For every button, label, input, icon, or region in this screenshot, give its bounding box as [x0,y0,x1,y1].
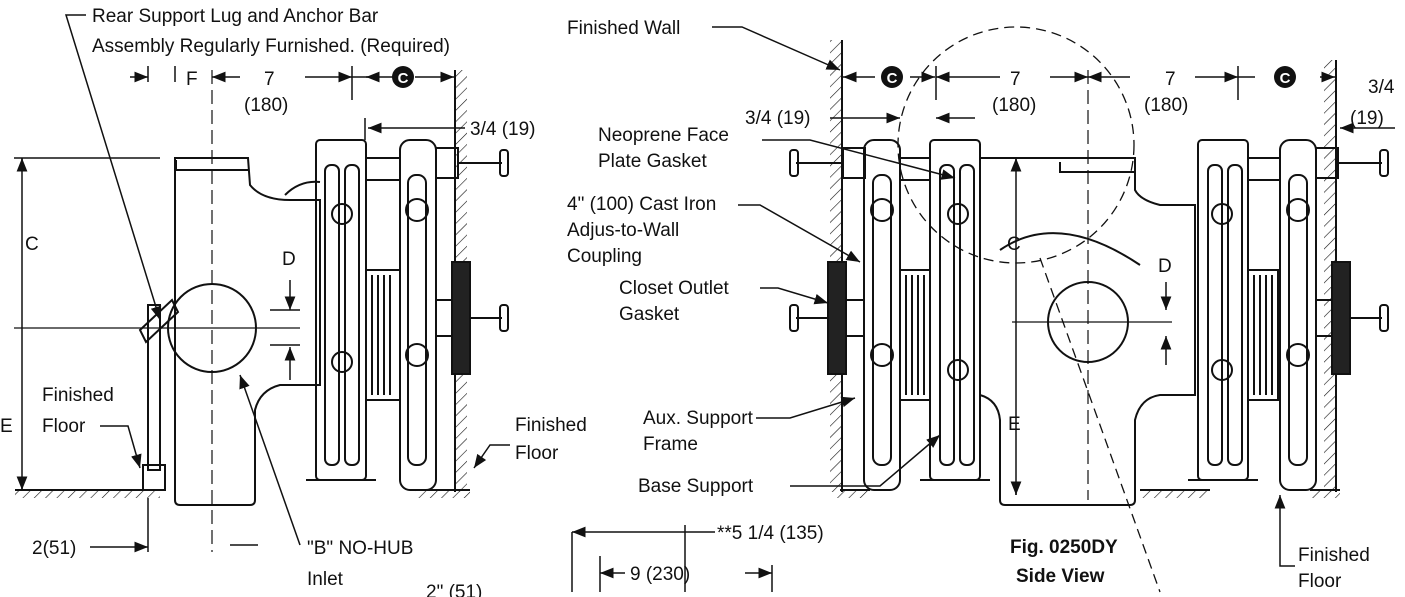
dim-180-right-a: (180) [992,95,1036,116]
fitting-body-left [174,157,321,506]
dim-e-left: E [0,416,13,437]
dim-180-left: (180) [244,95,288,116]
dim-d-right: D [1158,256,1172,277]
no-hub-label-2: Inlet [307,569,344,590]
svg-text:C: C [1280,70,1291,87]
rear-support-label-1: Rear Support Lug and Anchor Bar [92,6,379,27]
closet-gasket-label-1: Closet Outlet [619,278,730,299]
cast-iron-label-3: Coupling [567,246,642,267]
dim-3-4-19-right: 3/4 (19) [745,108,810,129]
aux-support-label-1: Aux. Support [643,408,754,429]
svg-text:C: C [398,70,409,87]
dim-c-right: C [1007,234,1021,255]
centerline-symbol-3: C [1274,66,1296,88]
dim-f-label: F [186,69,198,90]
neoprene-label-2: Plate Gasket [598,151,707,172]
finished-wall-label: Finished Wall [567,18,680,39]
neoprene-label-1: Neoprene Face [598,125,729,146]
dim-9-230-label: 9 (230) [630,564,690,585]
finished-floor-left-2: Floor [42,416,86,437]
rear-support-label-2: Assembly Regularly Furnished. (Required) [92,36,450,57]
cast-iron-label-1: 4" (100) Cast Iron [567,194,716,215]
no-hub-label-1: "B" NO-HUB [307,538,413,559]
finished-floor-right-2: Floor [1298,571,1342,592]
finished-floor-mid-2: Floor [515,443,559,464]
right-assembly [789,26,1389,593]
text-labels: Rear Support Lug and Anchor Bar Assembly… [0,6,1395,597]
face-plate-left [399,139,437,491]
dim-180-right-b: (180) [1144,95,1188,116]
anchor-bar [147,304,161,471]
dim-7-left: 7 [264,69,275,90]
dim-2in-51-partial: 2" (51) [426,582,482,597]
dim-3-4-19-left: 3/4 (19) [470,119,535,140]
dim-e-right: E [1008,414,1021,435]
dim-19-right: (19) [1350,108,1384,129]
finished-floor-left-1: Finished [42,385,114,406]
finished-floor-mid-1: Finished [515,415,587,436]
finished-floor-right-1: Finished [1298,545,1370,566]
dim-7-right-b: 7 [1165,69,1176,90]
dim-d-left: D [282,249,296,270]
svg-text:C: C [887,70,898,87]
fitting-body-right [979,157,1196,506]
right-dimensions [571,26,1395,592]
dim-c-left: C [25,234,39,255]
left-dimensions [14,14,510,553]
dim-3-4-right: 3/4 [1368,77,1395,98]
dim-2-51-label: 2(51) [32,538,76,559]
centerline-symbol-2: C [881,66,903,88]
centerline-symbols: C C C [392,66,1296,88]
base-support-label: Base Support [638,476,754,497]
dim-7-right-a: 7 [1010,69,1021,90]
cast-iron-label-2: Adjus-to-Wall [567,220,679,241]
aux-support-label-2: Frame [643,434,698,455]
figure-subtitle: Side View [1016,566,1105,587]
left-assembly [14,70,509,552]
centerline-symbol-1: C [392,66,414,88]
closet-gasket-label-2: Gasket [619,304,680,325]
figure-title: Fig. 0250DY [1010,537,1118,558]
floor-hatch-left [15,490,160,498]
dim-5-1-4-label: **5 1/4 (135) [717,523,824,544]
